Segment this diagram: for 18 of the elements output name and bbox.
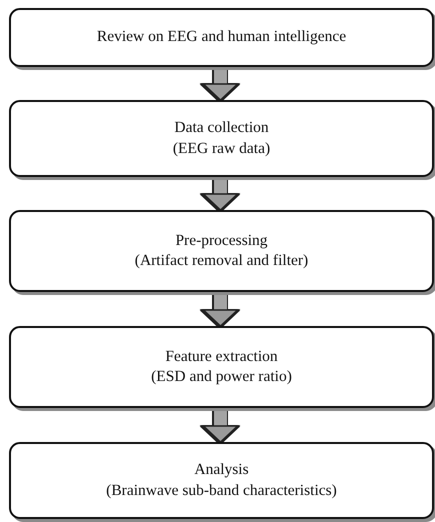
process-box — [9, 100, 434, 177]
process-box — [9, 8, 434, 67]
process-box — [9, 326, 434, 408]
step-title: Feature extraction — [165, 346, 278, 367]
process-box — [9, 442, 434, 519]
block-arrow — [202, 69, 238, 101]
block-arrow — [202, 179, 238, 211]
block-arrow — [202, 410, 238, 443]
step-title: Data collection — [174, 118, 269, 138]
step-detail: (Brainwave sub-band characteristics) — [106, 480, 337, 500]
block-arrow — [202, 294, 238, 327]
process-box — [9, 210, 434, 292]
step-title: Analysis — [194, 460, 249, 480]
step-title: Pre-processing — [175, 230, 268, 251]
step-detail: (EEG raw data) — [172, 138, 270, 158]
step-detail: (Artifact removal and filter) — [134, 251, 308, 271]
step-detail: (ESD and power ratio) — [151, 367, 292, 387]
step-title: Review on EEG and human intelligence — [96, 27, 346, 48]
